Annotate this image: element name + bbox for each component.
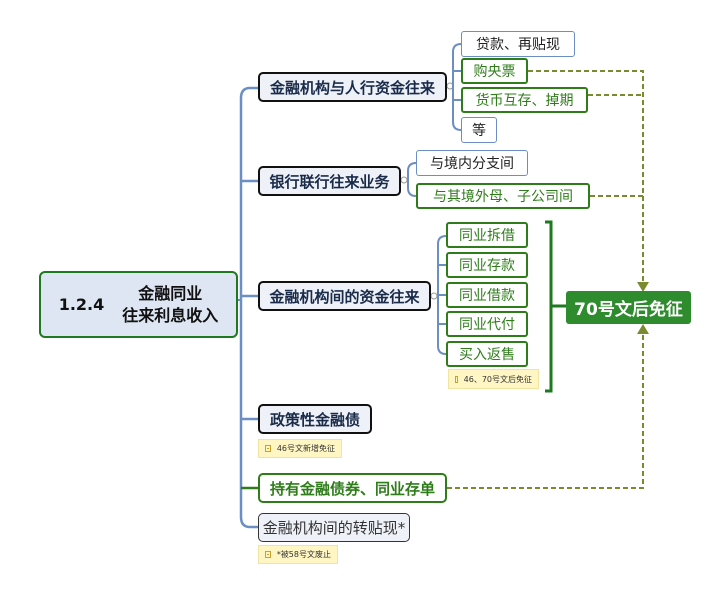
note-text: *被58号文废止 [276, 550, 331, 559]
branch-financial-bonds-cd[interactable]: 持有金融债券、同业存单 [258, 473, 447, 503]
leaf-interbank-borrowing[interactable]: 同业借款 [446, 282, 528, 308]
note-icon [455, 375, 458, 383]
leaf-interbank-payment[interactable]: 同业代付 [446, 311, 528, 337]
leaf-reverse-repo[interactable]: 买入返售 [446, 341, 528, 367]
branch-rediscount[interactable]: 金融机构间的转贴现* [258, 513, 410, 542]
leaf-loan-rediscount[interactable]: 贷款、再贴现 [461, 31, 575, 57]
note-text: 46号文新增免征 [276, 444, 335, 453]
leaf-central-bank-bills[interactable]: 购央票 [461, 58, 528, 84]
note-58-abolished: *被58号文废止 [258, 545, 338, 564]
note-icon [265, 551, 271, 558]
leaf-etc[interactable]: 等 [461, 117, 497, 143]
target-exempt-70[interactable]: 70号文后免征 [566, 291, 691, 324]
leaf-interbank-deposit[interactable]: 同业存款 [446, 252, 528, 278]
leaf-overseas-parent-sub[interactable]: 与其境外母、子公司间 [416, 183, 590, 209]
root-title-line1: 金融同业 [138, 283, 203, 303]
branch-pboc-funds[interactable]: 金融机构与人行资金往来 [258, 72, 447, 102]
root-title-line2: 往来利息收入 [122, 305, 219, 325]
branch-policy-bonds[interactable]: 政策性金融债 [258, 404, 372, 434]
note-icon [265, 445, 271, 452]
leaf-domestic-branches[interactable]: 与境内分支间 [416, 150, 528, 176]
note-46-new: 46号文新增免征 [258, 439, 342, 458]
root-node: 1.2.4 金融同业 往来利息收入 [39, 271, 238, 338]
note-text: 46、70号文后免征 [463, 374, 532, 384]
root-number: 1.2.4 [58, 295, 105, 314]
leaf-interbank-lending[interactable]: 同业拆借 [446, 222, 528, 248]
leaf-currency-swap[interactable]: 货币互存、掉期 [461, 87, 588, 113]
note-46-70: 46、70号文后免征 [448, 369, 539, 389]
branch-interinstitution-funds[interactable]: 金融机构间的资金往来 [258, 281, 431, 311]
branch-interbank-settlement[interactable]: 银行联行往来业务 [258, 166, 401, 196]
